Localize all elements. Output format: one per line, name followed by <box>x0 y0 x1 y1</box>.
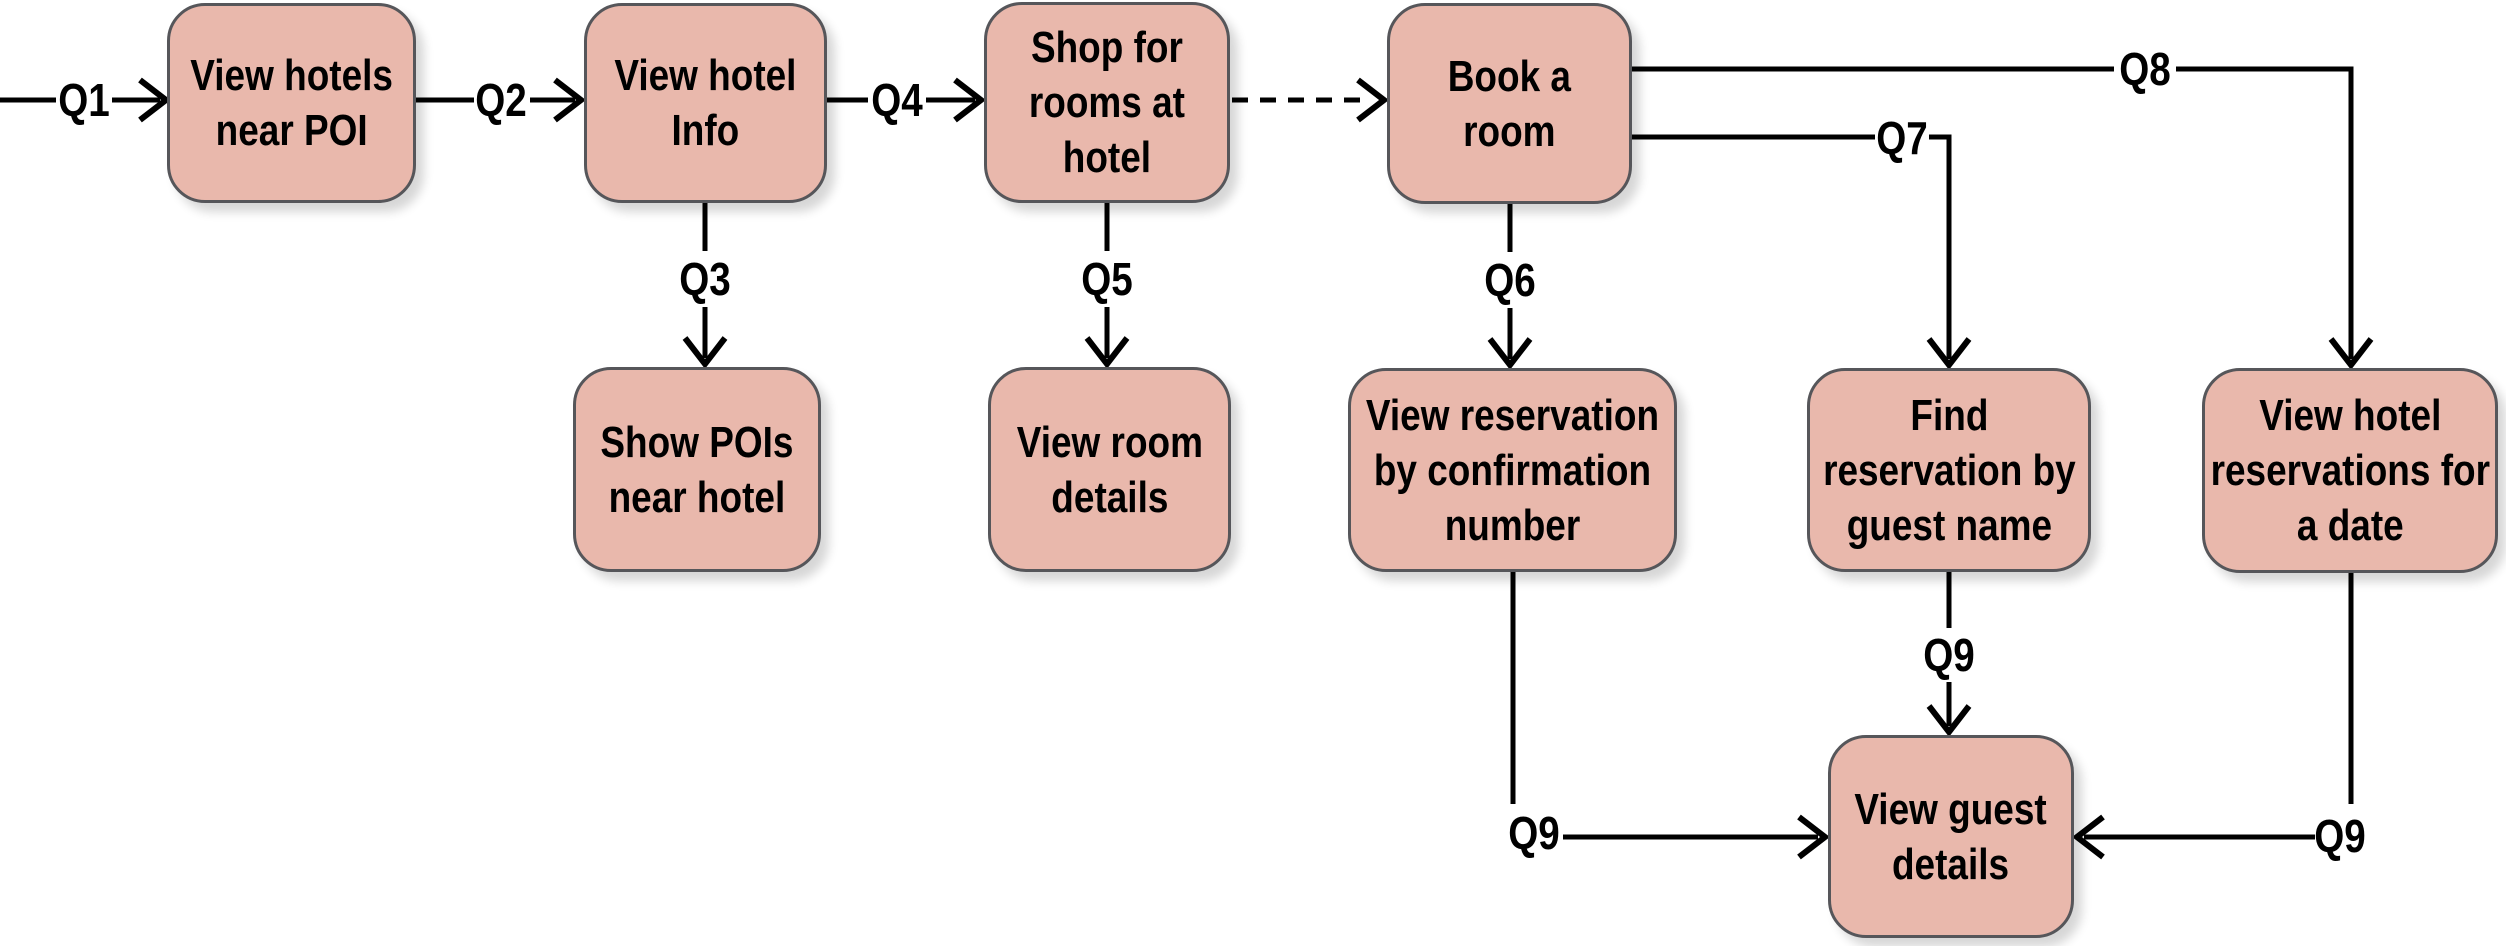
node-view-guest-details-label: View guest details <box>1854 784 2048 889</box>
edge-label-q9-date: Q9 <box>2314 810 2366 862</box>
node-view-guest-details: View guest details <box>1828 735 2074 938</box>
node-shop-for-rooms-at-hotel-label: Shop for rooms at hotel <box>1028 23 1186 182</box>
arrowhead-right-icon <box>953 77 986 123</box>
edge-q9-confirmation-connector <box>1510 572 1830 860</box>
node-book-a-room: Book a room <box>1387 3 1632 204</box>
edge-q8-connector <box>1632 66 2374 370</box>
edge-label-q7: Q7 <box>1876 112 1928 164</box>
edge-q5-connector <box>1084 203 1130 369</box>
arrowhead-right-icon <box>1356 77 1389 123</box>
node-view-hotel-reservations-for-a-date: View hotel reservations for a date <box>2202 368 2498 573</box>
node-shop-for-rooms-at-hotel: Shop for rooms at hotel <box>984 2 1230 203</box>
arrowhead-right-icon <box>553 77 586 123</box>
edge-q2-connector <box>416 77 586 123</box>
arrowhead-down-icon <box>2328 337 2374 370</box>
arrowhead-left-icon <box>2072 814 2105 860</box>
arrowhead-down-icon <box>682 336 728 369</box>
node-view-hotel-info-label: View hotel Info <box>614 51 797 155</box>
edge-q6-connector <box>1487 204 1533 370</box>
arrowhead-right-icon <box>138 77 171 123</box>
edge-q9-date-connector <box>2072 573 2354 860</box>
node-view-hotels-near-poi: View hotels near POI <box>167 3 416 203</box>
node-view-reservation-by-confirmation-number-label: View reservation by confirmation number <box>1365 390 1660 550</box>
node-view-hotel-reservations-for-a-date-label: View hotel reservations for a date <box>2210 391 2490 550</box>
edge-label-q2: Q2 <box>475 74 527 126</box>
arrowhead-down-icon <box>1926 704 1972 737</box>
node-find-reservation-by-guest-name: Find reservation by guest name <box>1807 368 2091 572</box>
arrowhead-down-icon <box>1084 336 1130 369</box>
edge-label-q5: Q5 <box>1081 253 1133 305</box>
arrowhead-down-icon <box>1926 337 1972 370</box>
arrowhead-down-icon <box>1487 337 1533 370</box>
node-view-room-details-label: View room details <box>1016 417 1203 522</box>
node-view-hotel-info: View hotel Info <box>584 3 827 203</box>
edge-label-q4: Q4 <box>871 74 923 126</box>
edge-label-q9-confirmation: Q9 <box>1508 807 1560 859</box>
edge-label-q6: Q6 <box>1484 254 1536 306</box>
node-book-a-room-label: Book a room <box>1447 51 1572 156</box>
edge-dashed-connector <box>1232 77 1389 123</box>
node-view-reservation-by-confirmation-number: View reservation by confirmation number <box>1348 368 1677 572</box>
node-show-pois-near-hotel: Show POIs near hotel <box>573 367 821 572</box>
edge-q1-connector <box>0 77 171 123</box>
edge-q9-guest-name-connector <box>1926 572 1972 737</box>
node-view-hotels-near-poi-label: View hotels near POI <box>190 51 393 155</box>
edge-q3-connector <box>682 203 728 369</box>
arrowhead-right-icon <box>1797 814 1830 860</box>
edge-label-q1: Q1 <box>58 74 110 126</box>
node-find-reservation-by-guest-name-label: Find reservation by guest name <box>1822 390 2076 550</box>
edge-q7-connector <box>1632 134 1972 370</box>
node-show-pois-near-hotel-label: Show POIs near hotel <box>600 417 794 522</box>
edge-label-q8: Q8 <box>2119 43 2171 95</box>
edge-label-q3: Q3 <box>679 253 731 305</box>
node-view-room-details: View room details <box>988 367 1231 572</box>
edge-label-q9-guest-name: Q9 <box>1923 629 1975 681</box>
edge-q4-connector <box>827 77 986 123</box>
